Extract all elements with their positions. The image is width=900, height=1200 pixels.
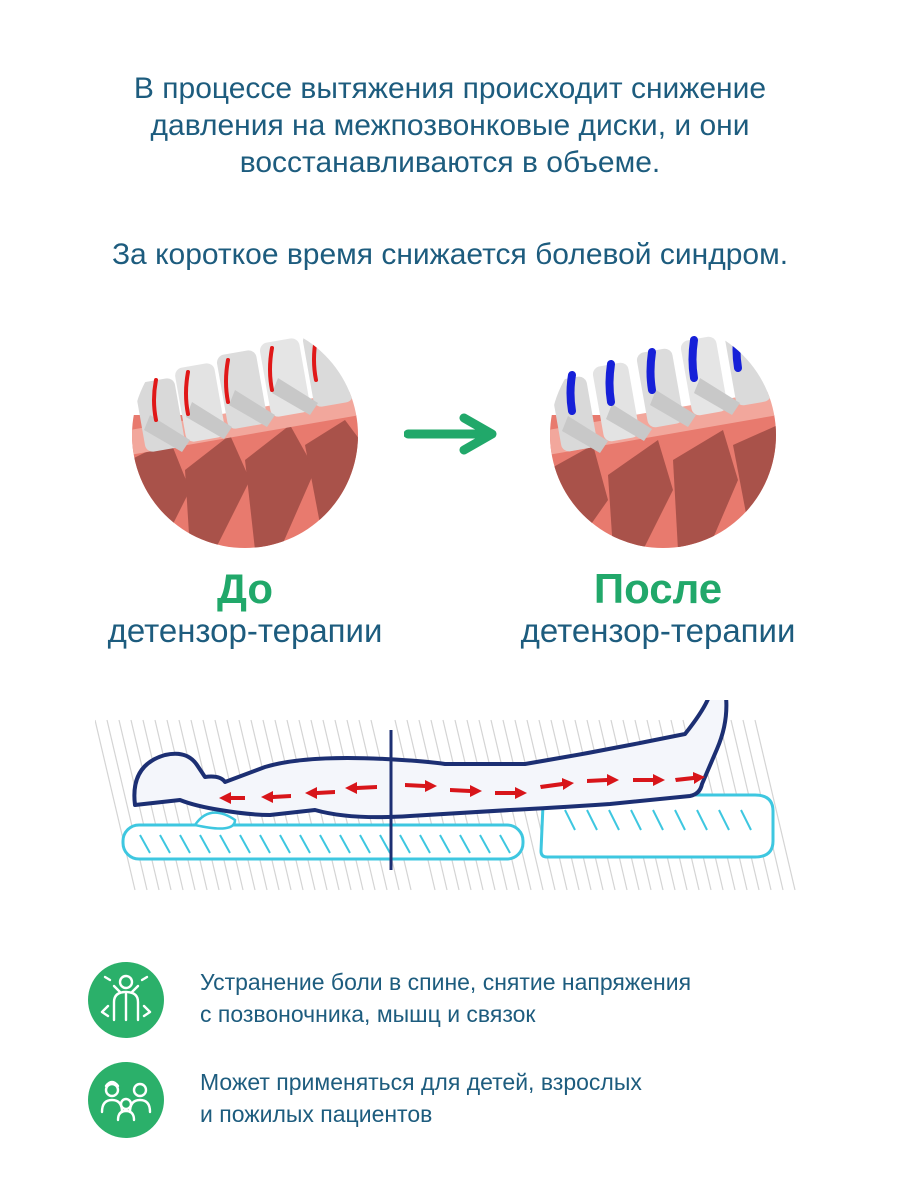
benefit-item: Может применяться для детей, взрослых и … xyxy=(88,1062,868,1142)
intro-line-2: давления на межпозвонковые диски, и они xyxy=(150,109,750,142)
benefit-line-1: Устранение боли в спине, снятие напряжен… xyxy=(200,969,692,995)
intro-line-1: В процессе вытяжения происходит снижение xyxy=(133,72,767,105)
after-subtitle: детензор-терапии xyxy=(520,612,796,649)
after-caption: После детензор-терапии xyxy=(468,566,848,650)
intro-line-3: восстанавливаются в объеме. xyxy=(239,146,661,179)
before-subtitle: детензор-терапии xyxy=(107,612,383,649)
benefit-line-1: Может применяться для детей, взрослых xyxy=(200,1069,642,1095)
benefit-line-2: с позвоночника, мышц и связок xyxy=(200,1001,536,1027)
before-caption: До детензор-терапии xyxy=(55,566,435,650)
spine-after-illustration xyxy=(550,322,776,548)
intro-summary: За короткое время снижается болевой синд… xyxy=(111,238,789,271)
intro-paragraph: В процессе вытяжения происходит снижение… xyxy=(40,70,860,181)
spine-before-illustration xyxy=(132,322,358,548)
before-title: До xyxy=(216,565,274,612)
family-icon xyxy=(88,1062,164,1138)
benefit-text: Может применяться для детей, взрослых и … xyxy=(200,1066,880,1130)
transition-arrow-icon xyxy=(404,413,497,455)
back-pain-relief-icon xyxy=(88,962,164,1038)
benefit-text: Устранение боли в спине, снятие напряжен… xyxy=(200,966,880,1030)
benefit-item: Устранение боли в спине, снятие напряжен… xyxy=(88,962,868,1042)
benefit-line-2: и пожилых пациентов xyxy=(200,1101,433,1127)
after-title: После xyxy=(593,565,723,612)
traction-body-illustration xyxy=(95,700,796,891)
